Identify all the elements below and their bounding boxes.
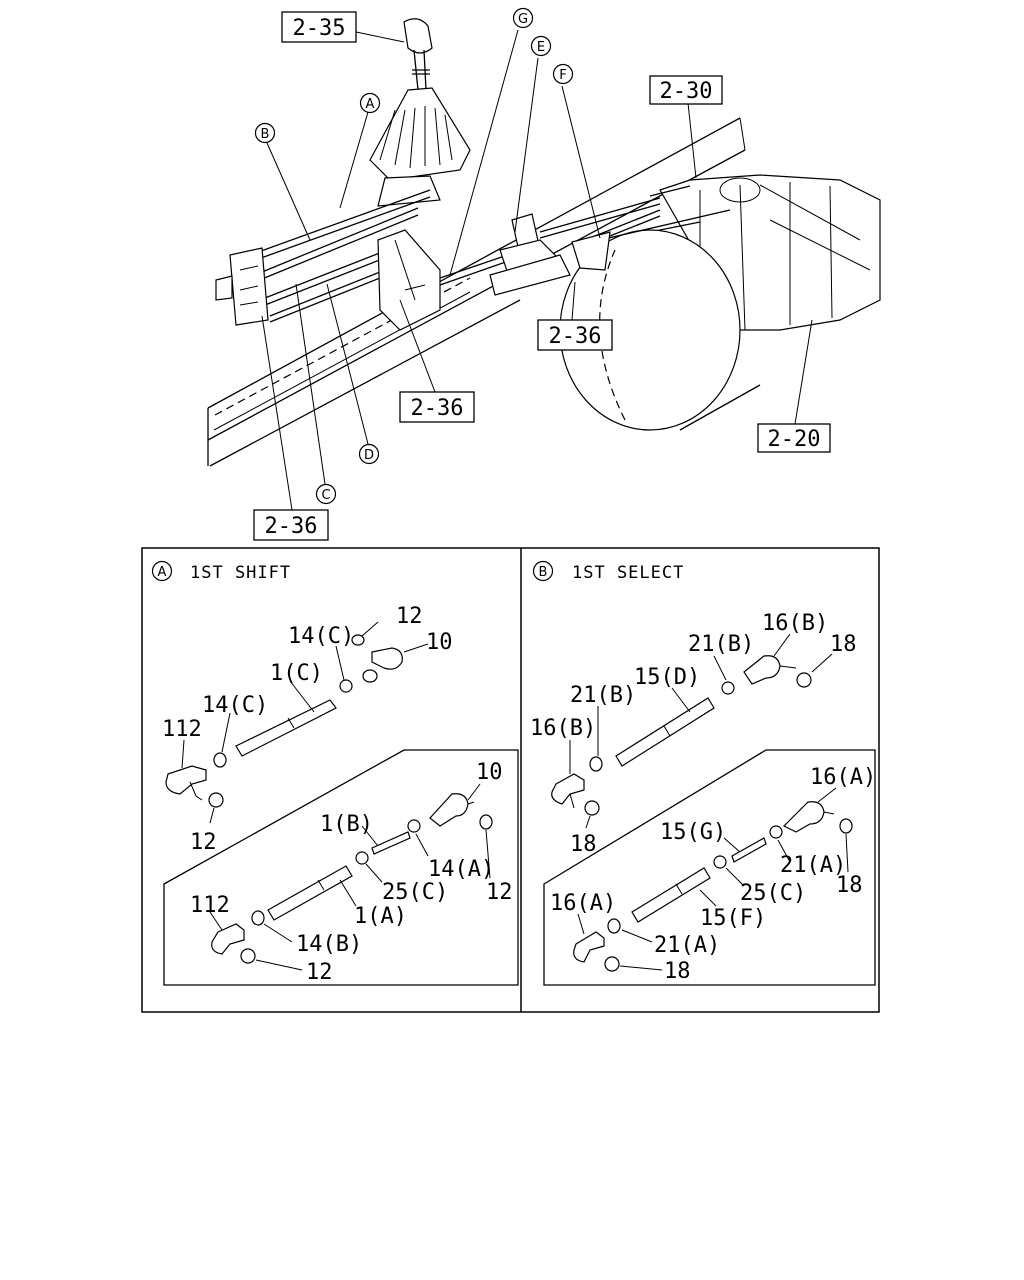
label-15g: 15(G) <box>660 820 726 845</box>
callout-g-letter: G <box>518 12 528 27</box>
label-21a-right: 21(A) <box>780 853 846 878</box>
lever-bracket <box>215 229 441 331</box>
label-21b-top: 21(B) <box>688 632 754 657</box>
callout-a[interactable]: A <box>359 92 381 114</box>
label-21b-mid: 21(B) <box>570 683 636 708</box>
callout-f-letter: F <box>559 68 566 83</box>
label-14a: 14(A) <box>428 857 494 882</box>
ref-2-36-rail[interactable]: 2-36 <box>253 509 329 541</box>
panel-a-inner-box <box>163 749 519 986</box>
leader-lines <box>261 29 813 511</box>
panel-b-letter: B <box>539 565 548 580</box>
label-12-left: 12 <box>190 830 217 855</box>
label-14c-mid: 14(C) <box>202 693 268 718</box>
ref-2-36-bracket[interactable]: 2-36 <box>399 391 475 423</box>
callout-c-letter: C <box>321 488 330 503</box>
shift-lever <box>369 18 471 207</box>
panel-a-title: 1ST SHIFT <box>190 563 291 583</box>
ref-2-36-tower[interactable]: 2-36 <box>537 319 613 351</box>
callout-e[interactable]: E <box>530 35 552 57</box>
callout-a-letter: A <box>366 97 375 112</box>
label-21a-low: 21(A) <box>654 933 720 958</box>
label-16a-left: 16(A) <box>550 891 616 916</box>
label-25c: 25(C) <box>382 880 448 905</box>
label-18-bottom: 18 <box>664 959 691 984</box>
label-1a: 1(A) <box>354 904 407 929</box>
assembly-overview: 2-35 2-30 2-36 2-36 2-20 2-36 A B <box>207 7 881 541</box>
ref-2-36-rail-label: 2-36 <box>265 514 318 539</box>
label-12-top: 12 <box>396 604 423 629</box>
label-112-inner: 112 <box>190 893 230 918</box>
label-15d: 15(D) <box>634 665 700 690</box>
panel-a-heading: A 1ST SHIFT <box>151 560 291 583</box>
callout-c[interactable]: C <box>315 483 337 505</box>
label-16a-inner: 16(A) <box>810 765 876 790</box>
ref-2-35-label: 2-35 <box>293 16 346 41</box>
panel-a-letter: A <box>158 565 167 580</box>
label-18-right: 18 <box>836 873 863 898</box>
panel-b-heading: B 1ST SELECT <box>532 560 684 583</box>
panel-b-upper-parts <box>551 633 833 829</box>
label-15f: 15(F) <box>700 906 766 931</box>
label-12-bottom: 12 <box>306 960 333 985</box>
label-1b: 1(B) <box>320 812 373 837</box>
label-12-right: 12 <box>486 880 513 905</box>
label-18-top: 18 <box>830 632 857 657</box>
label-18-left: 18 <box>570 832 597 857</box>
ref-2-36-tower-label: 2-36 <box>549 324 602 349</box>
ref-2-36-bracket-label: 2-36 <box>411 396 464 421</box>
ref-2-30-label: 2-30 <box>660 79 713 104</box>
label-112-top: 112 <box>162 717 202 742</box>
label-16b-left: 16(B) <box>530 716 596 741</box>
callout-b-letter: B <box>261 127 270 142</box>
label-1c: 1(C) <box>270 661 323 686</box>
detail-panels-frame <box>141 547 880 1013</box>
label-25c-b: 25(C) <box>740 881 806 906</box>
panel-b-inner-box <box>543 749 876 986</box>
callout-d-letter: D <box>364 448 374 463</box>
label-10-inner: 10 <box>476 760 503 785</box>
label-14c-top: 14(C) <box>288 624 354 649</box>
shift-tower <box>489 213 611 296</box>
panel-b-title: 1ST SELECT <box>572 563 684 583</box>
label-16b-top: 16(B) <box>762 611 828 636</box>
callout-d[interactable]: D <box>358 443 380 465</box>
panel-a-labels: 12 14(C) 10 1(C) 14(C) 112 12 10 1(B) 14… <box>162 604 513 985</box>
panel-b-labels: 16(B) 21(B) 18 15(D) 21(B) 16(B) 18 16(A… <box>530 611 876 984</box>
panel-1st-select: B 1ST SELECT <box>530 560 876 986</box>
callout-f[interactable]: F <box>552 63 574 85</box>
ref-2-30[interactable]: 2-30 <box>649 75 723 105</box>
ref-2-20-label: 2-20 <box>768 427 821 452</box>
ref-2-20[interactable]: 2-20 <box>757 423 831 453</box>
callout-g[interactable]: G <box>512 7 534 29</box>
label-14b: 14(B) <box>296 932 362 957</box>
ref-2-35[interactable]: 2-35 <box>281 11 357 43</box>
callout-b[interactable]: B <box>254 122 276 144</box>
callout-e-letter: E <box>537 40 545 55</box>
panel-a-upper-parts <box>165 621 429 824</box>
panel-1st-shift: A 1ST SHIFT <box>151 560 519 986</box>
label-10-top: 10 <box>426 630 453 655</box>
